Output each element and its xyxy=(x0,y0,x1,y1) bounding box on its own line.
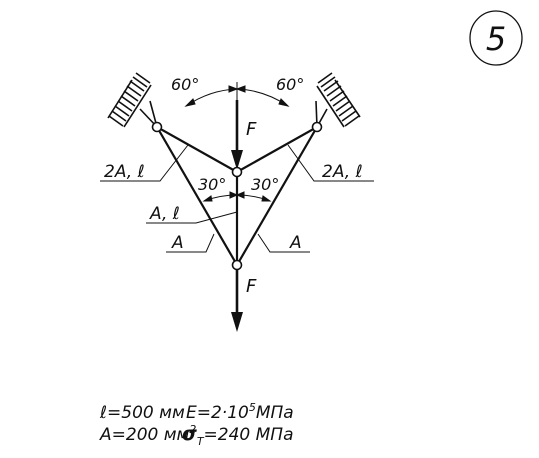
rod-label-left-upper: 2A, ℓ xyxy=(104,162,145,182)
given-modulus-value: E=2·10 xyxy=(186,403,249,423)
yield-subscript: T xyxy=(197,435,205,448)
left-wall-support xyxy=(107,72,158,128)
rod-right-lower xyxy=(236,126,318,266)
right-wall-support xyxy=(315,72,361,128)
pin-upper-node xyxy=(231,166,243,178)
rod-label-left-lower: A xyxy=(171,233,184,253)
given-yield-stress: σT=240 МПа xyxy=(182,423,294,448)
angle-label-upper-left: 60° xyxy=(171,75,199,94)
given-length: ℓ=500 мм xyxy=(99,403,185,423)
force-label-lower: F xyxy=(246,276,257,297)
problem-number-circle xyxy=(469,10,523,66)
given-area-exponent: 2 xyxy=(189,423,196,436)
angle-label-middle-left: 30° xyxy=(198,175,226,194)
angle-label-upper-right: 60° xyxy=(276,75,304,94)
problem-number: 5 xyxy=(486,20,506,58)
yield-symbol: σ xyxy=(182,423,197,445)
rod-left-lower xyxy=(156,126,238,266)
pin-right xyxy=(311,121,323,133)
rod-left-upper xyxy=(156,126,238,173)
rod-label-middle: A, ℓ xyxy=(149,204,180,224)
problem-number-badge: 5 xyxy=(469,10,523,66)
angle-label-middle-right: 30° xyxy=(251,175,279,194)
force-arrow-upper xyxy=(231,100,243,170)
yield-value: =240 МПа xyxy=(204,425,294,445)
given-modulus-unit: МПа xyxy=(256,403,294,423)
pin-left xyxy=(151,121,163,133)
given-modulus-exponent: 5 xyxy=(249,401,256,414)
leader-lines xyxy=(100,144,374,253)
rod-right-upper xyxy=(236,126,318,173)
given-area-value: A=200 мм xyxy=(99,425,190,445)
given-area: A=200 мм2 xyxy=(99,423,196,445)
force-arrow-lower xyxy=(231,269,243,332)
rod-label-right-upper: 2A, ℓ xyxy=(322,162,363,182)
rod-label-right-lower: A xyxy=(289,233,302,253)
angle-arcs-60 xyxy=(184,85,290,107)
rods xyxy=(156,126,318,266)
given-data: ℓ=500 мм A=200 мм2 E=2·105МПа σT=240 МПа xyxy=(99,401,294,448)
pin-nodes xyxy=(151,121,323,271)
force-label-upper: F xyxy=(246,119,257,140)
pin-lower-node xyxy=(231,259,243,271)
given-modulus: E=2·105МПа xyxy=(186,401,294,423)
angle-arcs-30 xyxy=(202,191,272,202)
